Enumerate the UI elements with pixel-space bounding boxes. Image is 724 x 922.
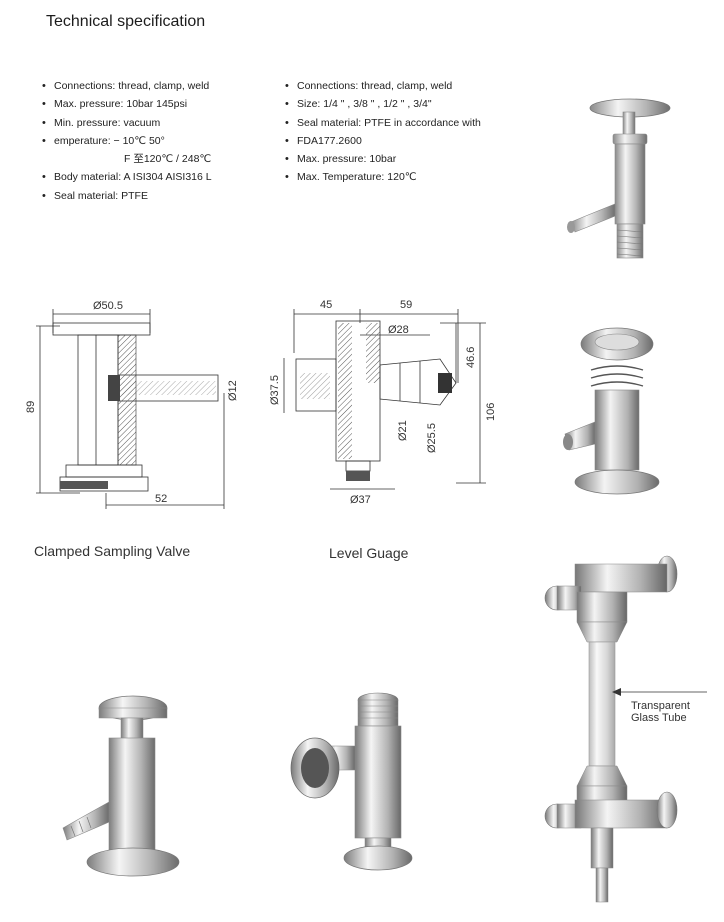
spec-item: Seal material: PTFE in accordance with bbox=[283, 114, 481, 133]
spec-item: Connections: thread, clamp, weld bbox=[283, 77, 481, 96]
spec-item: Connections: thread, clamp, weld bbox=[40, 77, 212, 96]
dim-right-total-label: 106 bbox=[485, 403, 497, 421]
level-gauge-photo bbox=[290, 692, 413, 871]
glass-tube-gauge-photo bbox=[544, 555, 678, 903]
dim-right-upper-label: 46.6 bbox=[465, 347, 477, 368]
caption-clamped-sampling-valve: Clamped Sampling Valve bbox=[34, 543, 191, 559]
spec-item: Max. pressure: 10bar 145psi bbox=[40, 95, 212, 114]
dim-inner-label: Ø28 bbox=[388, 324, 409, 336]
dim-top-right-label: 59 bbox=[400, 299, 412, 311]
spec-item: Max. pressure: 10bar bbox=[283, 150, 481, 169]
spec-item: Max. Temperature: 120℃ bbox=[283, 168, 481, 187]
drawing-right: 45 59 Ø28 Ø37.5 46.6 106 Ø21 Ø25.5 Ø37 bbox=[269, 299, 497, 506]
spec-item: emperature: − 10℃ 50° bbox=[40, 132, 212, 151]
valve-top-photo bbox=[567, 98, 671, 259]
dim-left-label: Ø37.5 bbox=[269, 375, 281, 405]
spec-item-continuation: F 至120℃ / 248℃ bbox=[124, 153, 212, 166]
annotation-line: Transparent bbox=[631, 700, 690, 712]
dim-bore2-label: Ø25.5 bbox=[426, 423, 438, 453]
dim-top-label: Ø50.5 bbox=[93, 300, 123, 312]
valve-cutaway-photo bbox=[563, 327, 660, 495]
page-title: Technical specification bbox=[46, 13, 206, 30]
dim-top-left-label: 45 bbox=[320, 299, 332, 311]
spec-item: Seal material: PTFE bbox=[40, 187, 212, 206]
dim-outlet-label: Ø12 bbox=[227, 380, 239, 401]
annotation-line: Glass Tube bbox=[631, 712, 687, 724]
dim-length-label: 52 bbox=[155, 493, 167, 505]
spec-item: Min. pressure: vacuum bbox=[40, 114, 212, 133]
annotation-glass-tube: Transparent Glass Tube bbox=[631, 700, 690, 724]
spec-item: Size: 1/4 " , 3/8 " , 1/2 " , 3/4" bbox=[283, 95, 481, 114]
specs-list-right: Connections: thread, clamp, weld Size: 1… bbox=[283, 77, 481, 187]
dim-bottom-label: Ø37 bbox=[350, 494, 371, 506]
spec-item: Body material: A ISI304 AISI316 L bbox=[40, 168, 212, 187]
sampling-valve-photo bbox=[62, 695, 180, 877]
caption-level-gauge: Level Guage bbox=[329, 545, 409, 561]
drawing-left: Ø50.5 89 Ø12 52 bbox=[25, 300, 239, 509]
dim-bore-label: Ø21 bbox=[397, 420, 409, 441]
arrow-left-icon bbox=[612, 688, 707, 696]
specs-list-left: Connections: thread, clamp, weld Max. pr… bbox=[40, 77, 212, 205]
dim-height-label: 89 bbox=[25, 401, 37, 413]
spec-item: FDA177.2600 bbox=[283, 132, 481, 151]
